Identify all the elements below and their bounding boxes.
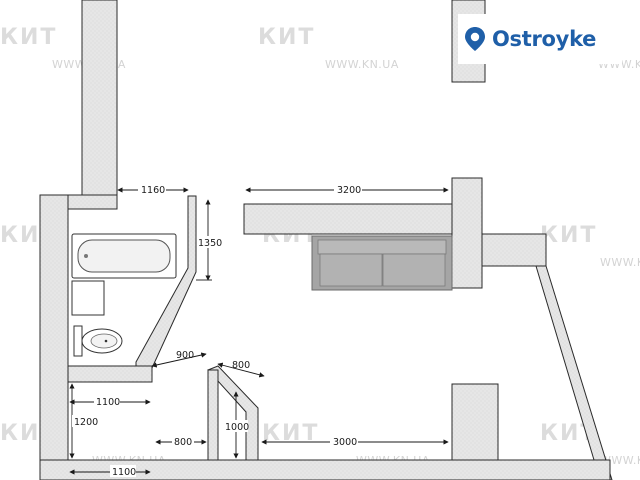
wall-bath-diagonal xyxy=(135,195,197,369)
brand-name: Ostroyke xyxy=(492,27,597,51)
location-pin-icon xyxy=(465,27,485,51)
watermark-url: WWW.KN.UA xyxy=(325,58,399,71)
wall-outer-left-vertical xyxy=(39,194,69,480)
dim-label-800-right: 800 xyxy=(232,360,250,371)
dim-label-1100-hall: 1100 xyxy=(96,397,120,408)
walls xyxy=(39,0,613,480)
dim-label-3200: 3200 xyxy=(337,185,361,196)
watermark-brand: КИТ xyxy=(258,25,315,50)
brand-logo: Ostroyke xyxy=(458,14,622,64)
wall-middle-right xyxy=(451,177,483,289)
toilet xyxy=(73,325,123,357)
wall-bottom xyxy=(39,459,611,480)
bathtub xyxy=(71,233,177,279)
dim-label-1200: 1200 xyxy=(74,417,98,428)
wall-middle-left xyxy=(243,203,455,235)
dim-label-3000: 3000 xyxy=(333,437,357,448)
wall-hall-divider xyxy=(207,369,219,461)
dim-label-1100-bottom: 1100 xyxy=(112,467,136,478)
dim-label-1160: 1160 xyxy=(141,185,165,196)
dim-label-800-hall: 800 xyxy=(174,437,192,448)
wall-bath-bottom xyxy=(67,365,153,383)
watermark-brand: КИТ xyxy=(540,223,597,248)
wall-kitchen-right xyxy=(451,383,499,461)
dimension-labels: 1160 3200 1350 900 800 1100 1200 1100 80… xyxy=(72,183,362,478)
dim-label-900: 900 xyxy=(176,350,194,361)
dim-label-1000: 1000 xyxy=(225,422,249,433)
wall-balcony xyxy=(535,265,613,480)
washer xyxy=(71,280,105,316)
dim-label-1350: 1350 xyxy=(198,238,222,249)
watermark-url: WWW.KN.UA xyxy=(600,256,640,269)
sofa xyxy=(311,235,453,291)
wall-living-left xyxy=(81,0,118,196)
watermark-brand: КИТ xyxy=(0,25,57,50)
wall-right-stub xyxy=(481,233,547,267)
